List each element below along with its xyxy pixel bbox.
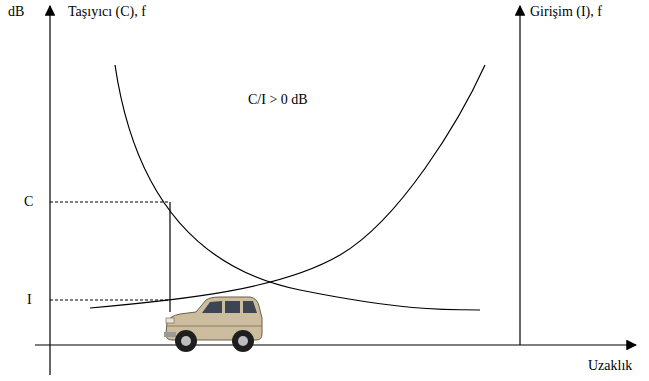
carrier-level — [50, 202, 170, 203]
axis-label: Girişim (I), f — [530, 4, 602, 20]
distance-axis — [35, 344, 636, 345]
position-line — [169, 202, 170, 312]
interference-level — [50, 300, 170, 301]
right-axis — [519, 6, 520, 345]
axis-label: dB — [8, 4, 24, 20]
left-axis — [49, 6, 50, 375]
axis-label: C — [24, 194, 33, 210]
axis-label: Taşıyıcı (C), f — [68, 4, 146, 20]
axis-label: Uzaklık — [588, 358, 632, 374]
interference-curve — [90, 65, 485, 308]
axis-label: I — [27, 292, 32, 308]
car-picture — [164, 297, 262, 352]
axis-label: C/I > 0 dB — [248, 92, 308, 108]
